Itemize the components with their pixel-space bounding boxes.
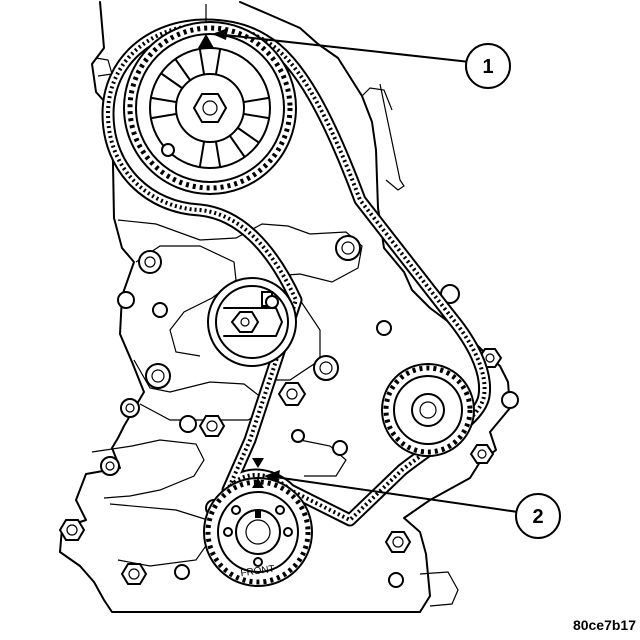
callout-2: 2 [264,470,561,539]
bolt [179,415,197,433]
bolt [117,291,135,309]
callout-1-number: 1 [482,56,493,78]
figure-code: 80ce7b17 [573,617,636,633]
bolt [501,391,519,409]
bolt [335,235,361,261]
crankshaft-sprocket-timing-mark [252,458,264,488]
sprocket-spokes [151,49,269,167]
bolt [174,564,190,580]
bolt [384,531,412,553]
bolt [120,398,140,418]
bolt [58,519,86,541]
bolt [277,382,307,406]
bolt [198,415,226,437]
bolt [388,572,404,588]
camshaft-sprocket [123,21,297,195]
bolt [469,444,495,464]
callout-2-number: 2 [532,506,543,528]
crankshaft-sprocket: FRONT [203,477,313,587]
bolt [291,429,305,443]
bolt [152,302,168,318]
bolt [332,440,348,456]
bolt [138,250,162,274]
belt-tensioner [207,277,297,367]
bolt [100,456,120,476]
crank-front-label: FRONT [240,564,276,580]
bolt [376,320,392,336]
bolt [313,355,339,381]
intermediate-sprocket [381,363,475,457]
bolt [145,363,171,389]
bolt [120,563,148,585]
sprocket-hub-bolt [192,93,228,123]
callout-1: 1 [212,28,511,89]
camshaft-sprocket-timing-mark [198,4,214,48]
